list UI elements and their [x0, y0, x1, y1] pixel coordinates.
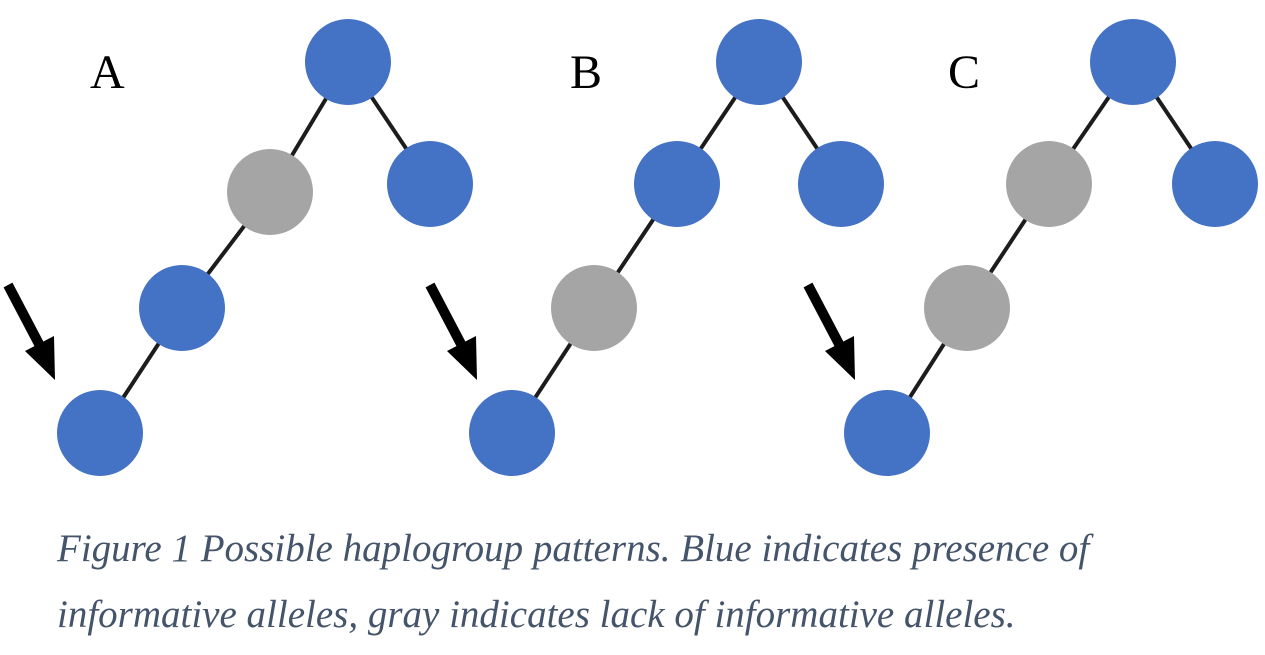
arrow-indicator — [3, 282, 55, 380]
blue-node — [469, 390, 555, 476]
blue-node — [634, 141, 720, 227]
gray-node — [1006, 141, 1092, 227]
blue-node — [57, 390, 143, 476]
arrow-indicator — [425, 282, 477, 380]
panel-b: B — [425, 19, 884, 476]
panel-label-a: A — [90, 46, 125, 99]
panel-label-c: C — [948, 46, 980, 99]
panel-label-b: B — [570, 46, 602, 99]
haplogroup-figure: A B C — [3, 19, 1258, 476]
arrow-indicator — [803, 282, 855, 380]
blue-node — [139, 265, 225, 351]
gray-node — [924, 265, 1010, 351]
figure-caption: Figure 1 Possible haplogroup patterns. B… — [57, 527, 1090, 636]
blue-node — [387, 141, 473, 227]
gray-node — [551, 265, 637, 351]
blue-node — [1090, 19, 1176, 105]
blue-node — [798, 141, 884, 227]
blue-node — [1172, 141, 1258, 227]
panel-c: C — [803, 19, 1258, 476]
gray-node — [227, 149, 313, 235]
blue-node — [716, 19, 802, 105]
blue-node — [305, 19, 391, 105]
blue-node — [844, 390, 930, 476]
panel-a: A — [3, 19, 473, 476]
